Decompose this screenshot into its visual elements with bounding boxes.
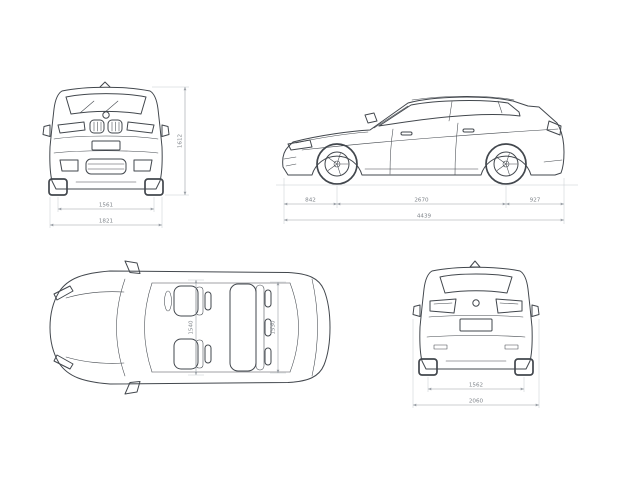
windshield-arcs	[116, 278, 153, 377]
side-mirrors	[42, 124, 170, 137]
bumper-crease	[53, 150, 159, 154]
rear-wheel-spokes	[496, 153, 518, 175]
side-view: 842 2670 927 4439	[262, 62, 592, 232]
brand-roundel-icon	[102, 111, 110, 119]
front-bumper-detail	[283, 156, 297, 167]
front-view: 1561 1821 1612	[28, 75, 213, 235]
rear-dimensions: 1562 2060	[412, 319, 540, 408]
dim-interior-width-rear: 1530	[271, 320, 277, 335]
front-body-outline	[49, 86, 163, 190]
front-car-drawing	[42, 81, 170, 196]
rear-headrest-right	[264, 347, 272, 366]
rear-bumper-line	[426, 335, 526, 338]
roof-edges	[151, 282, 291, 373]
top-mirror-left	[124, 260, 141, 274]
front-wheel-spokes	[327, 153, 349, 175]
driver-headrest	[204, 291, 212, 311]
roof-rail	[411, 95, 515, 101]
kidney-grille-left	[89, 119, 105, 134]
front-wheel-tire	[316, 143, 358, 185]
rear-wheel-rim	[493, 151, 519, 177]
wing-mirror	[364, 112, 378, 124]
dim-interior-width-front: 1540	[189, 320, 195, 335]
wiper-lines	[79, 100, 119, 114]
intake-slats	[87, 163, 125, 170]
front-license-plate	[91, 140, 121, 151]
rear-headrest-left	[264, 289, 272, 308]
rear-view-svg: 1562 2060	[412, 260, 540, 408]
top-view: 1540 1530	[28, 250, 348, 400]
passenger-headrest	[204, 344, 212, 364]
dim-front-track: 1561	[99, 203, 114, 209]
dim-front-height: 1612	[178, 134, 184, 148]
rear-bench-back	[255, 284, 265, 371]
driver-seat	[173, 285, 199, 317]
dim-rear-track: 1562	[469, 383, 483, 389]
rear-right-tire	[514, 358, 534, 376]
top-view-svg: 1540 1530	[49, 260, 331, 395]
door-seams	[389, 122, 459, 176]
rear-side-mirrors	[412, 304, 540, 317]
rear-window	[439, 273, 513, 294]
top-headlights	[53, 285, 74, 370]
greenhouse-glass	[378, 100, 521, 127]
rear-license-plate	[459, 318, 493, 332]
shark-fin-antenna-icon	[469, 260, 481, 268]
taillights	[429, 298, 523, 314]
front-windshield	[65, 93, 147, 115]
hood-contour-lines	[65, 291, 125, 364]
top-body-outline	[49, 270, 331, 385]
rear-body-outline	[419, 266, 533, 370]
front-dimensions: 1561 1821 1612	[49, 86, 189, 228]
front-view-svg: 1561 1821 1612	[42, 81, 189, 228]
rear-window-arcs	[289, 278, 318, 377]
dim-front-overhang: 842	[305, 198, 316, 204]
hood-shutline	[53, 135, 159, 140]
character-line	[301, 128, 559, 151]
kidney-grille-right	[107, 119, 123, 134]
tailgate-shutline	[428, 315, 524, 318]
rear-door-handle	[462, 128, 475, 133]
rear-wheel-tire	[485, 143, 527, 185]
side-view-svg: 842 2670 927 4439	[276, 95, 578, 224]
dim-front-width: 1821	[99, 219, 114, 225]
side-dimensions: 842 2670 927 4439	[276, 178, 578, 224]
front-right-tire	[144, 178, 164, 196]
reflector-right	[504, 344, 519, 350]
pillar-lines	[373, 100, 503, 129]
dim-overall-length: 4439	[417, 214, 432, 220]
side-headlight	[287, 139, 313, 151]
passenger-seat-back	[195, 339, 204, 369]
dim-wheelbase: 2670	[414, 198, 429, 204]
passenger-seat	[173, 338, 199, 370]
rear-headrest-center	[264, 318, 272, 337]
front-wheel-rim	[324, 151, 350, 177]
side-car-drawing	[282, 95, 565, 185]
grille-slats	[93, 121, 120, 132]
fog-light-housings	[59, 159, 153, 172]
side-taillight	[546, 120, 562, 136]
steering-wheel	[164, 290, 172, 312]
taillight-inner-lines	[433, 302, 519, 305]
rear-roundel-icon	[472, 299, 480, 307]
top-mirror-right	[124, 381, 141, 395]
dim-rear-width-mirrors: 2060	[469, 399, 484, 405]
front-door-handle	[400, 131, 413, 136]
driver-seat-back	[195, 286, 204, 316]
front-left-tire	[48, 178, 68, 196]
rear-bench	[229, 283, 257, 372]
rear-left-tire	[418, 358, 438, 376]
rear-bumper-detail	[543, 159, 563, 163]
side-body-outline	[282, 96, 565, 176]
roof-antenna-icon	[99, 81, 111, 88]
lower-air-intake	[85, 158, 127, 175]
reflector-left	[433, 344, 448, 350]
rear-view: 1562 2060	[398, 255, 583, 415]
headlights	[57, 121, 155, 134]
dim-rear-overhang: 927	[530, 198, 541, 204]
top-dimensions: 1540 1530	[188, 279, 286, 376]
top-car-drawing	[49, 260, 331, 395]
rear-car-drawing	[412, 260, 540, 376]
